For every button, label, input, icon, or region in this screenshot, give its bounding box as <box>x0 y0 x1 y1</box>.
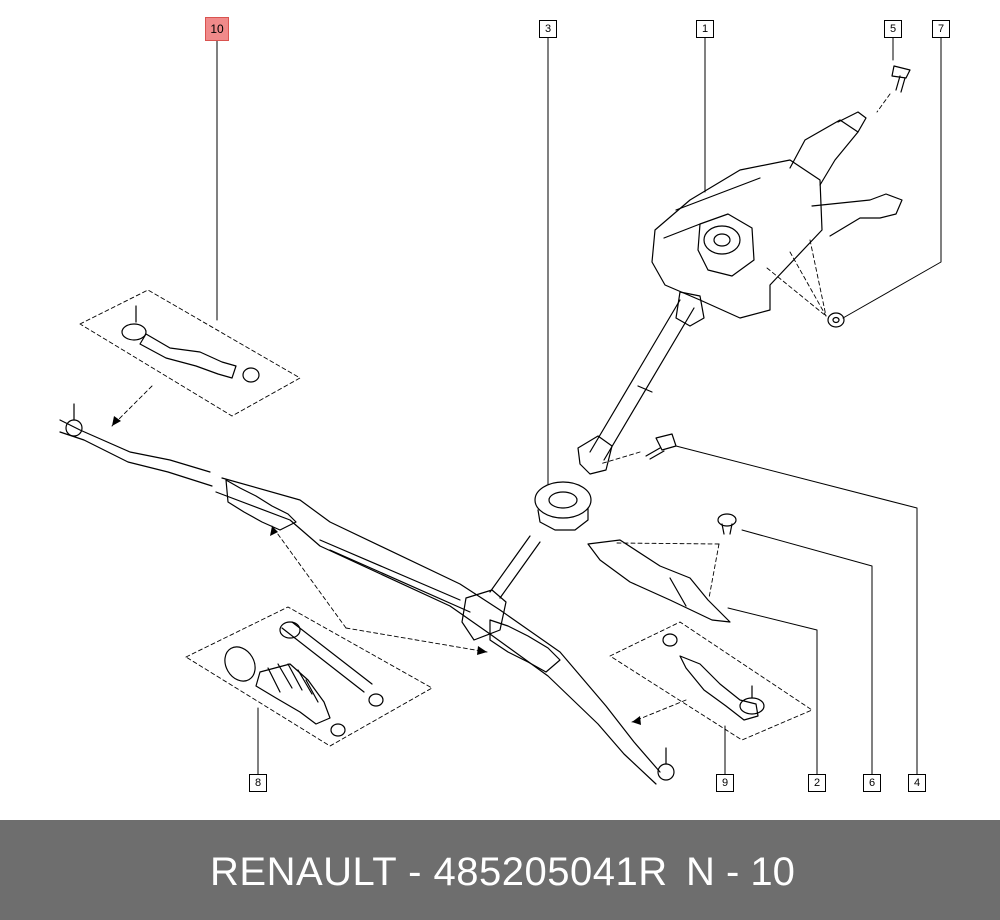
clip-part-6 <box>717 513 737 535</box>
callout-10: 10 <box>205 17 229 41</box>
callout-reference: N - 10 <box>686 850 795 894</box>
arrowheads <box>112 416 641 725</box>
leader-lines <box>216 36 942 776</box>
callout-8: 8 <box>249 774 267 792</box>
seal-part-3 <box>534 481 592 531</box>
callout-5: 5 <box>884 20 902 38</box>
callout-6: 6 <box>863 774 881 792</box>
callout-1: 1 <box>696 20 714 38</box>
heat-shield-part-2 <box>587 539 731 623</box>
steering-rack-assembly <box>59 403 675 785</box>
bolt-part-5 <box>891 65 911 93</box>
callout-3: 3 <box>539 20 557 38</box>
callout-7: 7 <box>932 20 950 38</box>
tie-rod-end-part-10 <box>121 305 260 383</box>
footer-banner: RENAULT - 485205041R N - 10 <box>0 820 1000 920</box>
dashed-kit-outlines <box>79 93 891 747</box>
boot-kit-part-8 <box>224 621 384 737</box>
bolt-part-4 <box>645 433 677 460</box>
steering-column-motor <box>577 111 903 475</box>
tie-rod-end-part-9 <box>662 633 765 721</box>
nut-part-7 <box>827 312 845 328</box>
callout-9: 9 <box>716 774 734 792</box>
steering-system-exploded-diagram <box>59 36 942 785</box>
callout-2: 2 <box>808 774 826 792</box>
callout-4: 4 <box>908 774 926 792</box>
part-number-title: RENAULT - 485205041R <box>210 850 668 894</box>
